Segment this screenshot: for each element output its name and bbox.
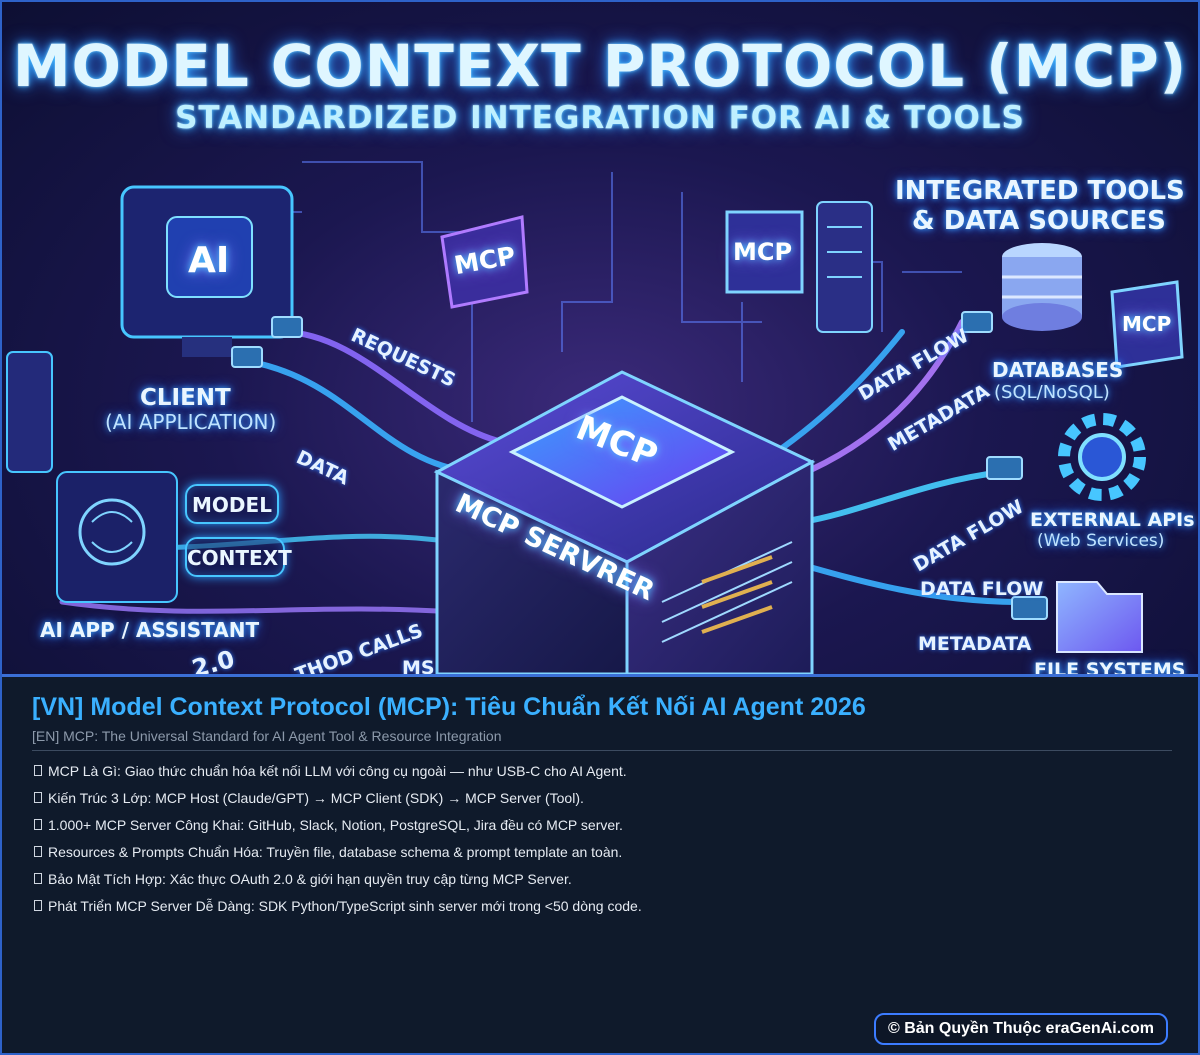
ai-monitor <box>120 185 294 357</box>
bullet-box-icon <box>34 792 42 803</box>
mcp-tag-center <box>725 210 804 294</box>
list-item: MCP Là Gì: Giao thức chuẩn hóa kết nối L… <box>32 762 1172 789</box>
bullet-box-icon <box>34 873 42 884</box>
list-item: Kiến Trúc 3 Lớp: MCP Host (Claude/GPT) →… <box>32 789 1172 816</box>
bullet-text: Kiến Trúc 3 Lớp: MCP Host (Claude/GPT) →… <box>48 790 584 806</box>
app-label: AI APP / ASSISTANT <box>40 618 260 642</box>
client-label: CLIENT <box>140 385 231 411</box>
server-tower-right <box>816 201 873 333</box>
model-box: MODEL <box>185 484 279 524</box>
hero-subtitle: STANDARDIZED INTEGRATION FOR AI & TOOLS <box>175 100 1025 136</box>
file-systems-label: FILE SYSTEMS <box>1034 659 1186 674</box>
bullet-text: MCP Là Gì: Giao thức chuẩn hóa kết nối L… <box>48 763 627 779</box>
gear-icon <box>1058 413 1146 501</box>
client-sub-label: (AI APPLICATION) <box>105 410 277 434</box>
ai-screen-label: AI <box>188 240 230 281</box>
tools-label-line1: INTEGRATED TOOLS <box>895 176 1185 206</box>
hero-title: MODEL CONTEXT PROTOCOL (MCP) <box>12 32 1188 100</box>
list-item: Bảo Mật Tích Hợp: Xác thực OAuth 2.0 & g… <box>32 870 1172 897</box>
bullet-box-icon <box>34 765 42 776</box>
bullet-list: MCP Là Gì: Giao thức chuẩn hóa kết nối L… <box>32 762 1172 924</box>
bullet-box-icon <box>34 819 42 830</box>
article-title-vn: [VN] Model Context Protocol (MCP): Tiêu … <box>32 693 866 721</box>
databases-sub-label: (SQL/NoSQL) <box>994 382 1110 403</box>
left-tower <box>6 351 53 473</box>
bullet-text: Resources & Prompts Chuẩn Hóa: Truyền fi… <box>48 844 623 860</box>
bullet-box-icon <box>34 846 42 857</box>
bullet-text: Phát Triển MCP Server Dễ Dàng: SDK Pytho… <box>48 898 642 914</box>
folder-icon <box>1056 581 1143 653</box>
external-apis-sub-label: (Web Services) <box>1037 531 1165 551</box>
external-apis-label: EXTERNAL APIs <box>1030 509 1195 531</box>
hero-illustration: MODEL CONTEXT PROTOCOL (MCP) STANDARDIZE… <box>2 2 1198 674</box>
mcp-tag-right <box>1110 280 1184 369</box>
mcp-tag-center-label: MCP <box>733 238 793 266</box>
hero-divider <box>2 674 1198 677</box>
mcp-server-cube <box>433 370 816 674</box>
databases-label: DATABASES <box>992 358 1124 382</box>
flow-metadata-label-2: METADATA <box>918 633 1032 655</box>
list-item: Phát Triển MCP Server Dễ Dàng: SDK Pytho… <box>32 897 1172 924</box>
list-item: Resources & Prompts Chuẩn Hóa: Truyền fi… <box>32 843 1172 870</box>
bullet-text: Bảo Mật Tích Hợp: Xác thực OAuth 2.0 & g… <box>48 871 572 887</box>
database-icon <box>1002 243 1082 331</box>
article-title-en: [EN] MCP: The Universal Standard for AI … <box>32 728 502 744</box>
tools-label-line2: & DATA SOURCES <box>912 206 1166 236</box>
title-divider <box>32 750 1172 751</box>
cable-plugs <box>231 311 1048 620</box>
mcp-tag-left <box>440 215 529 309</box>
flow-ms-label: MS <box>402 657 435 674</box>
article-panel: [VN] Model Context Protocol (MCP): Tiêu … <box>2 677 1198 1053</box>
mcp-tag-right-label: MCP <box>1122 312 1172 336</box>
hero-artwork <box>6 161 1184 674</box>
list-item: 1.000+ MCP Server Công Khai: GitHub, Sla… <box>32 816 1172 843</box>
bullet-box-icon <box>34 900 42 911</box>
brain-panel <box>56 471 178 603</box>
flow-dataflow-label-3: DATA FLOW <box>920 578 1044 600</box>
copyright-badge[interactable]: © Bản Quyền Thuộc eraGenAi.com <box>874 1013 1168 1045</box>
context-box: CONTEXT <box>185 537 292 577</box>
bullet-text: 1.000+ MCP Server Công Khai: GitHub, Sla… <box>48 817 623 833</box>
connector-pins <box>701 555 773 634</box>
